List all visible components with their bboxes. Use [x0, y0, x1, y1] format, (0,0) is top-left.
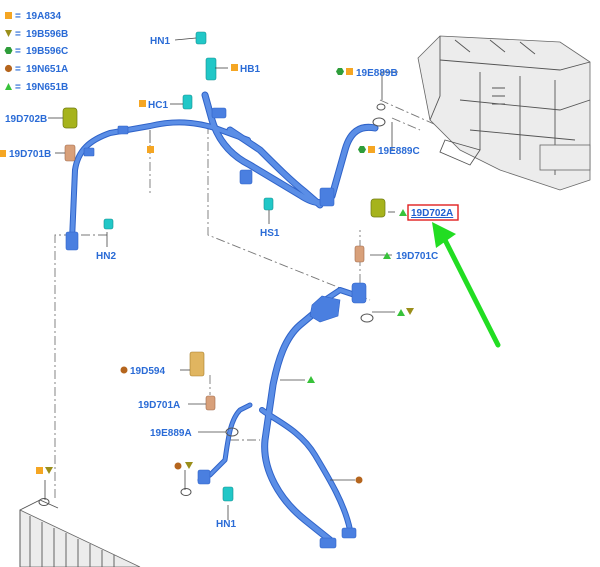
upper-pipe: [70, 92, 378, 242]
hn1-top-sensor: [195, 31, 207, 45]
svg-text:=: =: [15, 64, 21, 75]
lower-pipe-shadow: [197, 287, 358, 544]
label-19e889c[interactable]: 19E889C: [378, 146, 420, 157]
triangle-up-marker-icon: [383, 252, 391, 259]
legend-code: 19N651A: [26, 64, 68, 75]
label-19d701c[interactable]: 19D701C: [396, 251, 438, 262]
legend: = 19A834 = 19B596B = 19B596C = 19N651A =…: [4, 11, 68, 93]
legend-item-19b596b: = 19B596B: [5, 29, 68, 40]
valve-core-19d701c: [354, 245, 365, 263]
square-marker-icon: [139, 100, 146, 107]
highlight-box: [407, 204, 459, 221]
lower-pipe-components: [197, 282, 367, 549]
assembly-guide-lines: [54, 99, 471, 500]
lower-ac-line-assembly: [197, 282, 367, 549]
muffler: [309, 295, 341, 323]
label-hn1-top[interactable]: HN1: [150, 36, 170, 47]
green-pointer-arrow-icon: [432, 222, 501, 348]
triangle-down-marker-icon: [406, 308, 414, 315]
label-hc1[interactable]: HC1: [148, 100, 168, 111]
hn1-bottom-sensor: [222, 486, 234, 502]
hn2-sensor: [103, 218, 114, 230]
legend-code: 19A834: [26, 11, 61, 22]
svg-text:=: =: [15, 46, 21, 57]
legend-item-19b596c: = 19B596C: [4, 46, 68, 57]
label-19e889a[interactable]: 19E889A: [150, 428, 192, 439]
legend-item-19n651a: = 19N651A: [4, 64, 68, 75]
triangle-up-marker-icon: [399, 209, 407, 216]
hb1-sensor: [205, 57, 217, 81]
seal-rings: [38, 103, 386, 506]
square-marker-icon: [5, 12, 12, 19]
label-19d702a[interactable]: 19D702A: [411, 208, 453, 219]
legend-item-19a834: = 19A834: [5, 11, 61, 22]
square-marker-icon: [368, 146, 375, 153]
hc1-sensor: [182, 94, 193, 110]
valve-core-19d701b: [64, 144, 76, 162]
label-19e889b[interactable]: 19E889B: [356, 68, 398, 79]
label-hs1[interactable]: HS1: [260, 228, 280, 239]
circle-marker-icon: [355, 476, 363, 484]
cap-19d702b: [62, 107, 78, 129]
label-19d701b[interactable]: 19D701B: [9, 149, 51, 160]
square-marker-icon: [346, 68, 353, 75]
label-hn2[interactable]: HN2: [96, 251, 116, 262]
lower-pipe: [198, 288, 357, 543]
circle-marker-icon: [4, 64, 13, 73]
square-marker-icon: [231, 64, 238, 71]
upper-pipe-brackets: [65, 107, 335, 251]
label-hn1-bottom[interactable]: HN1: [216, 519, 236, 530]
triangle-down-marker-icon: [185, 462, 193, 469]
legend-code: 19B596C: [26, 46, 68, 57]
upper-ac-line-assembly: [65, 91, 379, 251]
label-hb1[interactable]: HB1: [240, 64, 260, 75]
legend-code: 19N651B: [26, 82, 68, 93]
circle-marker-icon: [120, 366, 128, 374]
hexagon-marker-icon: [4, 47, 13, 54]
label-19d594[interactable]: 19D594: [130, 366, 165, 377]
legend-item-19n651b: = 19N651B: [5, 82, 68, 93]
square-marker-icon: [147, 146, 154, 153]
valve-core-19d701a: [205, 395, 216, 411]
small-parts: [38, 31, 386, 506]
triangle-down-marker-icon: [45, 467, 53, 474]
hvac-evaporator-unit: [417, 35, 591, 191]
square-marker-icon: [0, 150, 6, 157]
hexagon-marker-icon: [336, 68, 344, 75]
triangle-down-marker-icon: [5, 30, 12, 37]
label-19d701a[interactable]: 19D701A: [138, 400, 180, 411]
condenser: [19, 499, 141, 567]
circle-marker-icon: [174, 462, 182, 470]
service-valve-block: [351, 282, 367, 304]
label-19d702b[interactable]: 19D702B: [5, 114, 47, 125]
svg-text:=: =: [15, 29, 21, 40]
svg-text:=: =: [15, 82, 21, 93]
hs1-sensor: [263, 197, 274, 211]
legend-dash: =: [15, 11, 21, 22]
legend-code: 19B596B: [26, 29, 68, 40]
triangle-up-marker-icon: [397, 309, 405, 316]
triangle-up-marker-icon: [5, 83, 12, 90]
part-labels: HN1 HB1 HC1 19D702B 19D701B HN2 HS1 19E8…: [5, 36, 459, 530]
triangle-up-marker-icon: [307, 376, 315, 383]
callout-symbols: [0, 64, 414, 484]
fitting-19d594: [189, 351, 205, 377]
square-marker-icon: [36, 467, 43, 474]
hexagon-marker-icon: [358, 146, 366, 153]
cap-19d702a: [370, 198, 386, 218]
